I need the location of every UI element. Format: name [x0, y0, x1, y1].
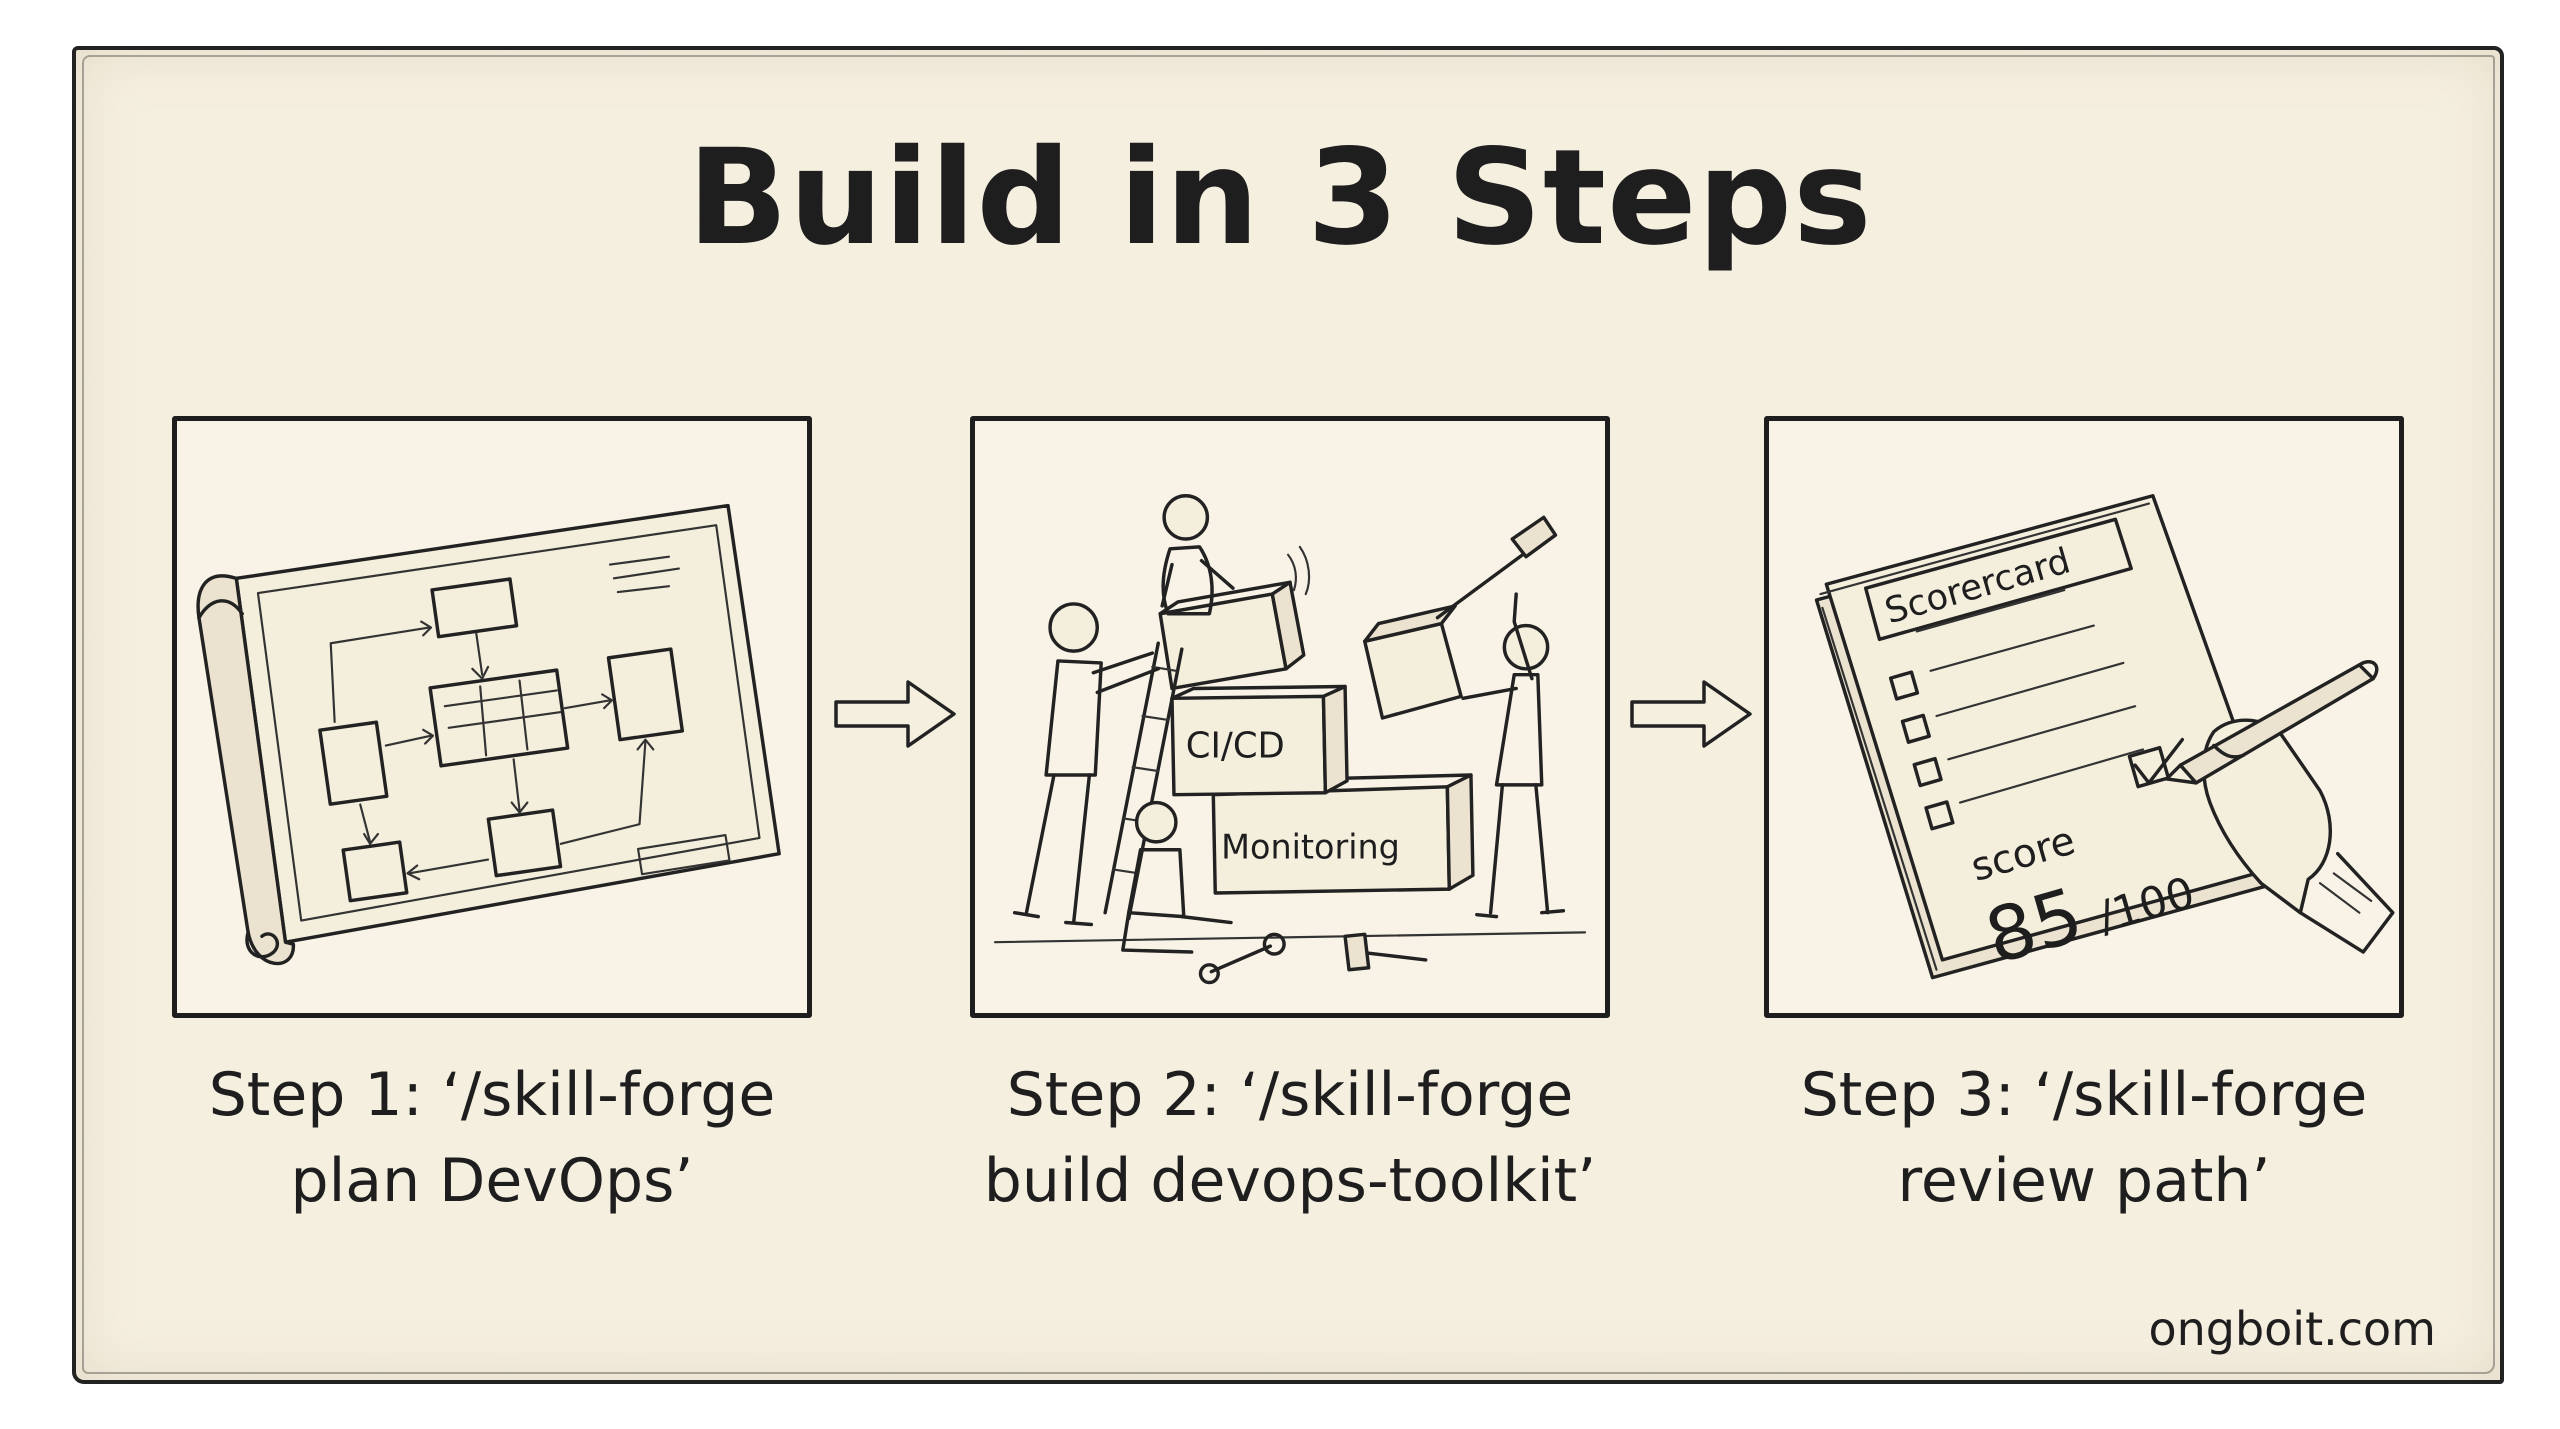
step-1-panel: [172, 416, 812, 1018]
step-3-caption-line-1: Step 3: ‘/skill-forge: [1800, 1060, 2368, 1130]
step-2-caption-line-1: Step 2: ‘/skill-forge: [1006, 1060, 1574, 1130]
step-3-caption-line-2: review path’: [1897, 1146, 2271, 1216]
right-arrow-icon: [1630, 680, 1752, 748]
step-1-caption-line-1: Step 1: ‘/skill-forge: [208, 1060, 776, 1130]
step-3-caption: Step 3: ‘/skill-forge review path’: [1704, 1052, 2464, 1224]
step-1-caption: Step 1: ‘/skill-forge plan DevOps’: [112, 1052, 872, 1224]
watermark: ongboit.com: [2148, 1302, 2436, 1356]
step-2-caption: Step 2: ‘/skill-forge build devops-toolk…: [910, 1052, 1670, 1224]
blueprint-icon: [196, 503, 781, 966]
step-3-panel: Scorercard score 85 /100: [1764, 416, 2404, 1018]
builders-icon: Monitoring CI/CD: [993, 494, 1587, 985]
step-1-caption-line-2: plan DevOps’: [290, 1146, 694, 1216]
scorecard-icon: Scorercard score 85 /100: [1814, 494, 2395, 981]
right-arrow-icon: [834, 680, 956, 748]
step-2-caption-line-2: build devops-toolkit’: [983, 1146, 1597, 1216]
monitoring-box-label: Monitoring: [1221, 828, 1400, 867]
page-title: Build in 3 Steps: [687, 121, 1873, 275]
step-2-panel: Monitoring CI/CD: [970, 416, 1610, 1018]
cicd-box-label: CI/CD: [1186, 725, 1285, 766]
